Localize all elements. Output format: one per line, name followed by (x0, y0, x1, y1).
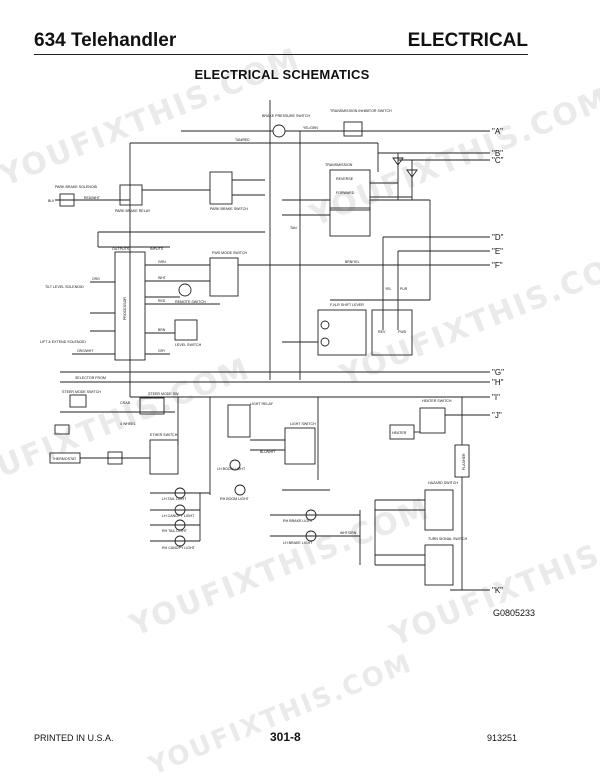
connector-b: "B" (492, 149, 503, 158)
rh-brake-light-label: RH BRAKE LIGHT (283, 519, 314, 523)
transmission-inhibitor-switch-label: TRANSMISSION INHIBITOR SWITCH (330, 109, 392, 113)
remote-switch-label: REMOTE SWITCH (175, 300, 206, 304)
wire-label: GRY (158, 349, 166, 353)
tilt-level-solenoid-label: TILT LEVEL SOLENOID (45, 285, 84, 289)
wire-label: WHT/GRN (340, 531, 357, 535)
footer-doc-number: 913251 (487, 733, 518, 743)
heater-label: HEATER (392, 431, 407, 435)
wire-label: ORG/WHT (77, 349, 93, 353)
connector-k: "K" (492, 586, 503, 595)
wire-label: BRN/YEL (345, 260, 360, 264)
wire-label: YEL/GRN (303, 126, 318, 130)
steer-mode-switch-label: STEER MODE SWITCH (62, 390, 101, 394)
processor-label: PROCESSOR (123, 297, 127, 320)
transmission-label: TRANSMISSION (325, 163, 353, 167)
lh-brake-light-label: LH BRAKE LIGHT (283, 541, 313, 545)
park-brake-relay-label: PARK BRAKE RELAY (115, 209, 151, 213)
wire-label: YEL (385, 287, 392, 291)
steer-mode-sw-label: STEER MODE SW. (148, 392, 179, 396)
park-brake-switch-label: PARK BRAKE SWITCH (210, 207, 248, 211)
drawing-id: G0805233 (493, 608, 536, 618)
wire-label: PUR (400, 287, 408, 291)
brake-pressure-switch-label: BRAKE PRESSURE SWITCH (262, 114, 311, 118)
fwd-label: FWD (398, 330, 407, 334)
rh-canopy-light-label: RH CANOPY LIGHT (162, 546, 196, 550)
lh-canopy-light-label: LH CANOPY LIGHT (162, 514, 195, 518)
wire-label: GRN (158, 260, 166, 264)
page-number: 301-8 (270, 730, 301, 744)
rh-boom-light-label: RH BOOM LIGHT (220, 497, 250, 501)
heater-switch-label: HEATER SWITCH (422, 399, 452, 403)
connector-j: "J" (492, 411, 502, 420)
manual-title: 634 Telehandler (34, 30, 177, 51)
wire-label: WHT (158, 276, 166, 280)
light-switch-label: LIGHT SWITCH (290, 422, 316, 426)
outputs-label: OUTPUTS (112, 247, 130, 251)
fnr-shift-lever-label: F-N-R SHIFT LEVER (330, 303, 364, 307)
level-switch-label: LEVEL SWITCH (175, 343, 202, 347)
four-wheel-label: 4 WHEEL (120, 422, 136, 426)
header-divider (34, 54, 528, 55)
lh-tail-light-label: LH TAIL LIGHT (162, 497, 187, 501)
page-title: ELECTRICAL SCHEMATICS (194, 67, 370, 82)
connector-a: "A" (492, 127, 503, 136)
thermostat-label: THERMOSTAT (52, 457, 77, 461)
connector-c: "C" (492, 156, 504, 165)
wire-label: BLK (48, 199, 55, 203)
fwd-mode-switch-label: FWD MODE SWITCH (212, 251, 248, 255)
connector-f: "F" (492, 261, 503, 270)
rh-tail-light-label: RH TAIL LIGHT (162, 529, 188, 533)
wire-label: RED/WHT (84, 196, 100, 200)
park-brake-solenoid-label: PARK BRAKE SOLENOID (55, 185, 98, 189)
connector-g: "G" (492, 368, 504, 377)
rev-label: REV (378, 330, 386, 334)
hazard-switch-label: HAZARD SWITCH (428, 481, 458, 485)
lift-extend-solenoid-label: LIFT & EXTEND SOLENOID (40, 340, 86, 344)
connector-e: "E" (492, 247, 503, 256)
wire-label: TAN/RED (235, 138, 250, 142)
light-relay-label: LIGHT RELAY (250, 402, 274, 406)
inputs-label: INPUTS (150, 247, 164, 251)
crab-label: CRAB (120, 401, 131, 405)
wire-label: RED (158, 299, 166, 303)
wire-label: BLU/WHT (260, 450, 275, 454)
section-heading: ELECTRICAL (407, 30, 528, 51)
lh-boom-light-label: LH BOOM LIGHT (217, 467, 246, 471)
selector-from-label: SELECTOR FROM (75, 376, 106, 380)
forward-label: FORWARD (336, 191, 355, 195)
connector-i: "I" (492, 393, 500, 402)
wire-label: ORG (92, 277, 100, 281)
connector-h: "H" (492, 378, 504, 387)
wire-label: BRN (158, 328, 166, 332)
footer-printed: PRINTED IN U.S.A. (34, 733, 114, 743)
reverse-label: REVERSE (336, 177, 354, 181)
wire-label: TAN (290, 226, 297, 230)
connector-d: "D" (492, 233, 504, 242)
turn-signal-switch-label: TURN SIGNAL SWITCH (428, 537, 468, 541)
ether-switch-label: ETHER SWITCH (150, 433, 178, 437)
flasher-label: FLASHER (462, 453, 466, 470)
